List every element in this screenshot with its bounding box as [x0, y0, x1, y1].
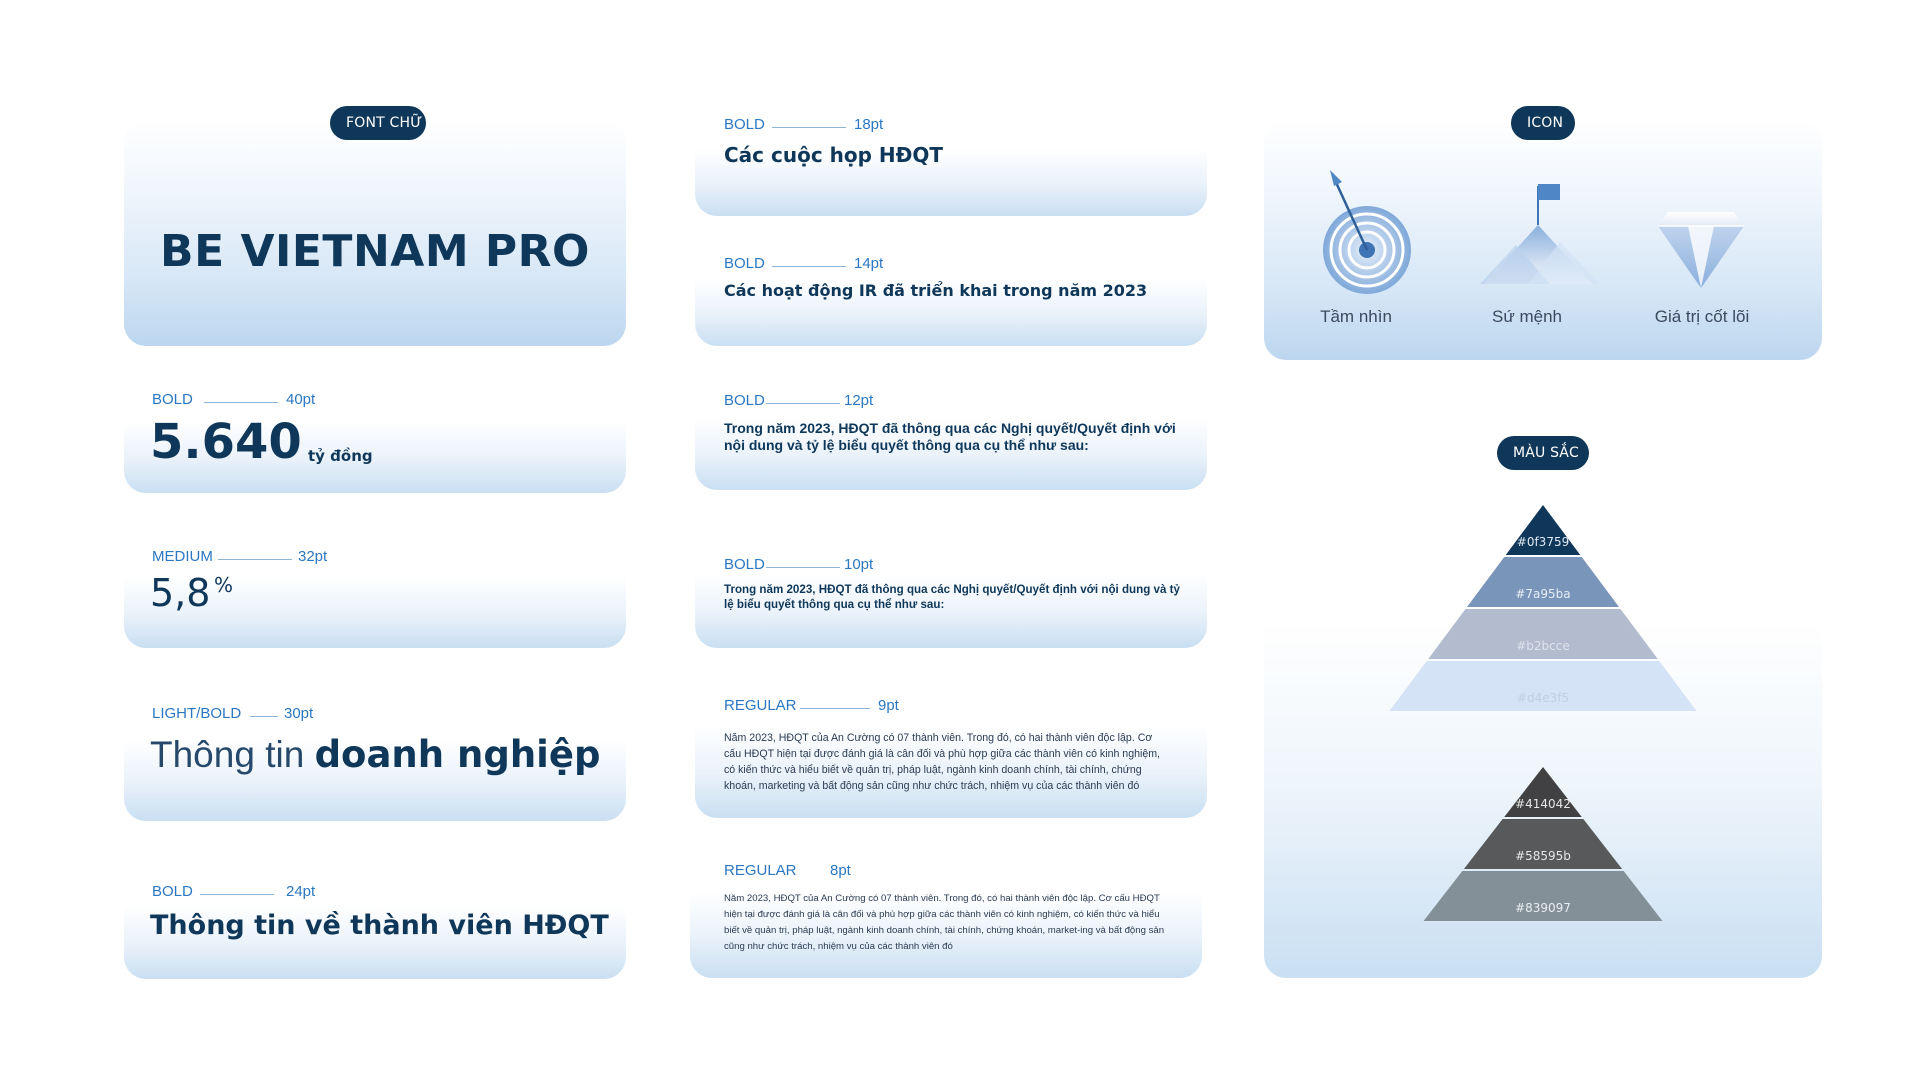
sample-members-title: Thông tin về thành viên HĐQT [150, 910, 609, 941]
icon-label-mission: Sứ mệnh [1492, 307, 1562, 326]
spec-card-12pt [695, 374, 1207, 490]
spec-size: 32pt [298, 548, 328, 565]
spec-weight: REGULAR [724, 862, 797, 879]
target-icon [1323, 170, 1411, 294]
sample-percent-value: 5,8 [150, 571, 211, 615]
sample-light-bold: Thông tin doanh nghiệp [150, 733, 600, 776]
spec-divider [766, 567, 840, 568]
gray-swatch-label: #839097 [1515, 901, 1571, 915]
blue-swatch-label: #0f3759 [1517, 535, 1569, 549]
spec-size: 30pt [284, 705, 314, 722]
spec-40pt: BOLD 40pt [152, 391, 352, 409]
spec-weight: BOLD [152, 883, 193, 900]
gray-swatch-label: #58595b [1515, 849, 1571, 863]
sample-big-number: 5.640 [150, 414, 302, 470]
icon-label-vision: Tầm nhìn [1320, 307, 1392, 326]
spec-divider [250, 716, 278, 717]
spec-9pt: REGULAR 9pt [724, 697, 924, 715]
spec-8pt: REGULAR 8pt [724, 862, 924, 880]
font-section-pill: FONT CHỮ [330, 106, 426, 140]
spec-10pt: BOLD 10pt [724, 556, 924, 574]
mountain-flag-icon [1480, 184, 1600, 284]
spec-card-9pt [695, 669, 1207, 818]
spec-size: 24pt [286, 883, 316, 900]
spec-weight: BOLD [152, 391, 193, 408]
blue-swatch-label: #d4e3f5 [1517, 691, 1569, 705]
blue-swatch-0f3759 [1505, 505, 1581, 555]
gray-swatch-label: #414042 [1515, 797, 1571, 811]
spec-divider [772, 266, 846, 267]
sample-18pt: Các cuộc họp HĐQT [724, 143, 944, 167]
spec-size: 8pt [830, 862, 851, 879]
spec-14pt: BOLD 14pt [724, 255, 924, 273]
font-name-card [124, 120, 626, 346]
sample-10pt: Trong năm 2023, HĐQT đã thông qua các Ng… [724, 583, 1180, 611]
spec-30pt: LIGHT/BOLD 30pt [152, 705, 352, 723]
spec-weight: REGULAR [724, 697, 797, 714]
sample-9pt: Năm 2023, HĐQT của An Cường có 07 thành … [724, 732, 1160, 792]
blue-swatch-7a95ba [1466, 557, 1620, 607]
font-name-title: BE VIETNAM PRO [160, 226, 590, 277]
spec-card-10pt [695, 531, 1207, 648]
sample-14pt: Các hoạt động IR đã triển khai trong năm… [724, 281, 1148, 300]
spec-divider [800, 708, 870, 709]
spec-card-8pt [690, 840, 1202, 978]
gray-swatch-839097 [1423, 871, 1663, 921]
sample-bold-part: doanh nghiệp [314, 733, 601, 776]
spec-weight: LIGHT/BOLD [152, 705, 242, 722]
blue-swatch-label: #b2bcce [1516, 639, 1570, 653]
spec-card-40pt [124, 378, 626, 493]
sample-12pt: Trong năm 2023, HĐQT đã thông qua các Ng… [724, 420, 1176, 453]
spec-card-24pt [124, 862, 626, 979]
spec-card-18pt [695, 108, 1207, 216]
spec-12pt: BOLD 12pt [724, 392, 924, 410]
spec-18pt: BOLD 18pt [724, 116, 924, 134]
icon-section-pill: ICON [1511, 106, 1575, 140]
sample-8pt: Năm 2023, HĐQT của An Cường có 07 thành … [724, 893, 1165, 952]
spec-card-14pt [695, 238, 1207, 346]
spec-divider [772, 127, 846, 128]
spec-size: 9pt [878, 697, 899, 714]
spec-divider [218, 559, 292, 560]
color-section-pill: MÀU SẮC [1497, 436, 1589, 470]
spec-weight: BOLD [724, 556, 765, 573]
icon-label-core-values: Giá trị cốt lõi [1654, 307, 1750, 326]
spec-card-30pt [124, 690, 626, 821]
blue-swatch-label: #7a95ba [1515, 587, 1570, 601]
blue-swatch-d4e3f5 [1389, 661, 1697, 711]
spec-weight: MEDIUM [152, 548, 213, 565]
spec-32pt: MEDIUM 32pt [152, 548, 352, 566]
spec-weight: BOLD [724, 116, 765, 133]
spec-24pt: BOLD 24pt [152, 883, 352, 901]
spec-size: 12pt [844, 392, 874, 409]
spec-weight: BOLD [724, 255, 765, 272]
spec-weight: BOLD [724, 392, 765, 409]
spec-size: 14pt [854, 255, 884, 272]
sample-big-unit: tỷ đồng [308, 447, 373, 465]
sample-light-part: Thông tin [150, 734, 315, 775]
sample-percent-sign: % [214, 573, 234, 597]
spec-divider [200, 894, 274, 895]
spec-divider [204, 402, 278, 403]
spec-size: 40pt [286, 391, 316, 408]
spec-card-32pt [124, 533, 626, 648]
diamond-icon [1658, 212, 1744, 288]
gray-swatch-414042 [1504, 767, 1582, 817]
spec-divider [766, 403, 840, 404]
spec-size: 18pt [854, 116, 884, 133]
gray-swatch-58595b [1463, 819, 1623, 869]
blue-swatch-b2bcce [1428, 609, 1658, 659]
color-pyramids: #0f3759 #7a95ba #b2bcce #d4e3f5 #414042 #5859… [1389, 505, 1697, 921]
spec-size: 10pt [844, 556, 874, 573]
